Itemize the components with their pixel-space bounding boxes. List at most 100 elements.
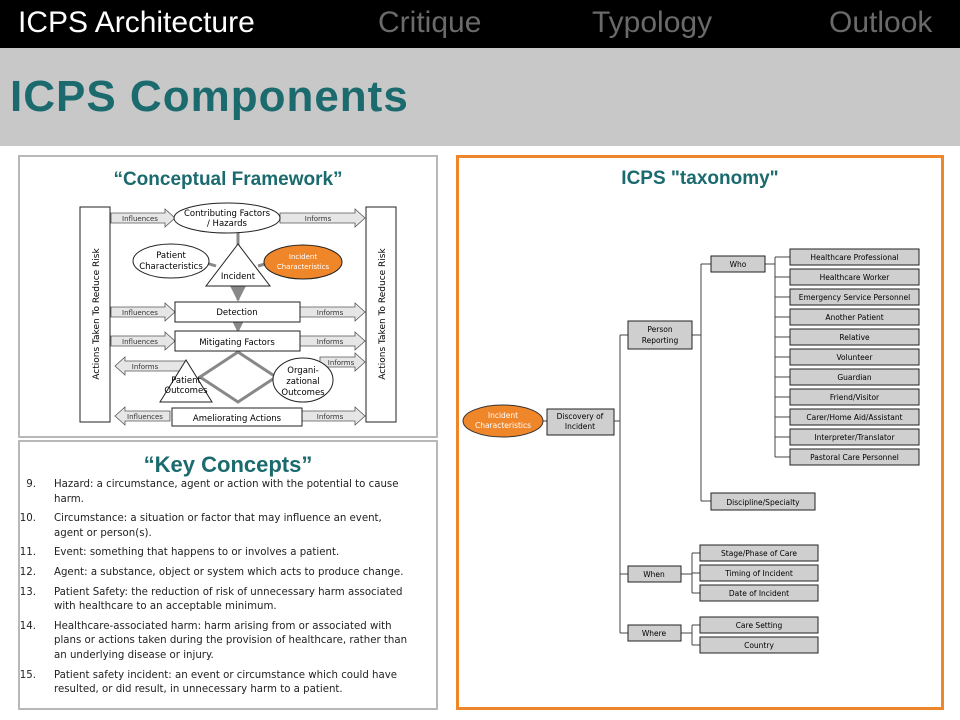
key-concepts-list: 9.Hazard: a circumstance, agent or actio… bbox=[18, 478, 410, 703]
svg-text:Characteristics: Characteristics bbox=[139, 262, 203, 272]
title-bar: ICPS Components bbox=[0, 48, 960, 146]
taxonomy-when-item: Date of Incident bbox=[699, 584, 819, 602]
svg-text:Incident: Incident bbox=[221, 272, 256, 282]
svg-text:Pastoral Care Personnel: Pastoral Care Personnel bbox=[810, 453, 899, 462]
influences-label: Influences bbox=[127, 413, 163, 421]
taxonomy-who-item: Carer/Home Aid/Assistant bbox=[789, 408, 920, 426]
svg-text:Ameliorating Actions: Ameliorating Actions bbox=[193, 414, 282, 424]
taxonomy-who-item: Relative bbox=[789, 328, 920, 346]
svg-text:Person: Person bbox=[647, 325, 672, 334]
key-concepts-title: “Key Concepts” bbox=[143, 452, 313, 477]
svg-text:Incident: Incident bbox=[488, 411, 518, 420]
taxonomy-when-item: Timing of Incident bbox=[699, 564, 819, 582]
informs-label: Informs bbox=[328, 359, 355, 367]
svg-text:Another Patient: Another Patient bbox=[825, 313, 883, 322]
concept-item-hazard: 9.Hazard: a circumstance, agent or actio… bbox=[26, 479, 399, 505]
svg-text:Volunteer: Volunteer bbox=[837, 353, 874, 362]
conceptual-framework-title: “Conceptual Framework” bbox=[113, 169, 343, 190]
tab-typology[interactable]: Typology bbox=[592, 6, 713, 39]
arrow-influences-contributing: Influences bbox=[110, 208, 176, 228]
detection-node: Detection bbox=[174, 301, 301, 323]
tab-critique[interactable]: Critique bbox=[378, 6, 482, 39]
svg-text:Who: Who bbox=[730, 260, 747, 269]
svg-text:Incident: Incident bbox=[289, 253, 317, 261]
concept-item-healthcare-harm: 14.Healthcare-associated harm: harm aris… bbox=[19, 620, 408, 661]
svg-text:Care Setting: Care Setting bbox=[736, 621, 783, 630]
mitigating-factors-node: Mitigating Factors bbox=[174, 330, 301, 352]
taxonomy-person-reporting: Person Reporting bbox=[627, 320, 693, 350]
svg-text:Healthcare Professional: Healthcare Professional bbox=[810, 253, 898, 262]
taxonomy-when: When bbox=[627, 565, 682, 583]
svg-text:Contributing Factors: Contributing Factors bbox=[184, 209, 271, 219]
incident-node: Incident bbox=[204, 243, 272, 287]
svg-text:Discipline/Specialty: Discipline/Specialty bbox=[726, 498, 800, 507]
taxonomy-who-item: Volunteer bbox=[789, 348, 920, 366]
concept-item-patient-safety: 13.Patient Safety: the reduction of risk… bbox=[19, 586, 403, 613]
contributing-factors-node: Contributing Factors / Hazards bbox=[173, 202, 281, 234]
taxonomy-where-item: Country bbox=[699, 636, 819, 654]
svg-text:Relative: Relative bbox=[839, 333, 870, 342]
informs-label: Informs bbox=[132, 363, 159, 371]
svg-text:Emergency Service Personnel: Emergency Service Personnel bbox=[799, 293, 910, 302]
arrow-influences-ameliorating: Influences bbox=[114, 406, 171, 426]
key-concepts-panel: “Key Concepts” bbox=[18, 440, 438, 710]
informs-label: Informs bbox=[305, 215, 332, 223]
svg-text:Organi-: Organi- bbox=[287, 366, 318, 376]
arrow-informs-mitigating: Informs bbox=[299, 331, 366, 351]
concept-item-event: 11.Event: something that happens to or i… bbox=[19, 547, 340, 559]
arrow-informs-ameliorating: Informs bbox=[299, 406, 366, 426]
arrow-informs-contributing: Informs bbox=[279, 208, 366, 228]
svg-text:Mitigating Factors: Mitigating Factors bbox=[199, 338, 275, 348]
arrow-informs-patient-outcomes: Informs bbox=[114, 356, 186, 376]
taxonomy-discipline-specialty: Discipline/Specialty bbox=[710, 492, 816, 511]
svg-text:Guardian: Guardian bbox=[837, 373, 872, 382]
svg-text:Country: Country bbox=[744, 641, 774, 650]
taxonomy-who-item: Another Patient bbox=[789, 308, 920, 326]
svg-text:Where: Where bbox=[642, 629, 667, 638]
tab-icps-architecture[interactable]: ICPS Architecture bbox=[18, 6, 255, 39]
taxonomy-who-item: Friend/Visitor bbox=[789, 388, 920, 406]
patient-outcomes-node: Patient Outcomes bbox=[159, 359, 213, 403]
informs-label: Informs bbox=[317, 338, 344, 346]
tab-outlook[interactable]: Outlook bbox=[829, 6, 933, 39]
arrow-influences-detection: Influences bbox=[110, 302, 176, 322]
top-nav-bar: ICPS Architecture Critique Typology Outl… bbox=[0, 0, 960, 48]
svg-text:Patient: Patient bbox=[156, 251, 186, 261]
arrow-influences-mitigating: Influences bbox=[110, 331, 176, 351]
right-actions-label: Actions Taken To Reduce Risk bbox=[378, 248, 388, 380]
taxonomy-where: Where bbox=[627, 624, 682, 642]
informs-label: Informs bbox=[317, 309, 344, 317]
svg-text:/ Hazards: / Hazards bbox=[207, 219, 248, 229]
svg-text:Friend/Visitor: Friend/Visitor bbox=[830, 393, 880, 402]
taxonomy-who-item: Emergency Service Personnel bbox=[789, 288, 920, 306]
incident-characteristics-node: Incident Characteristics bbox=[263, 244, 343, 280]
svg-text:Stage/Phase of Care: Stage/Phase of Care bbox=[721, 549, 797, 558]
svg-text:Healthcare Worker: Healthcare Worker bbox=[820, 273, 891, 282]
influences-label: Influences bbox=[122, 309, 158, 317]
svg-text:When: When bbox=[643, 570, 665, 579]
svg-text:Interpreter/Translator: Interpreter/Translator bbox=[814, 433, 895, 442]
taxonomy-who-item: Healthcare Professional bbox=[789, 248, 920, 266]
left-actions-box bbox=[79, 206, 111, 423]
ameliorating-actions-node: Ameliorating Actions bbox=[171, 407, 303, 427]
influences-label: Influences bbox=[122, 215, 158, 223]
concept-item-agent: 12.Agent: a substance, object or system … bbox=[19, 566, 404, 578]
right-actions-box bbox=[365, 206, 397, 423]
taxonomy-where-item: Care Setting bbox=[699, 616, 819, 634]
taxonomy-discovery-of-incident: Discovery of Incident bbox=[546, 408, 615, 436]
svg-text:Outcomes: Outcomes bbox=[281, 388, 325, 398]
organizational-outcomes-node: Organi- zational Outcomes bbox=[272, 357, 334, 403]
taxonomy-when-item: Stage/Phase of Care bbox=[699, 544, 819, 562]
concept-item-circumstance: 10.Circumstance: a situation or factor t… bbox=[19, 513, 382, 539]
svg-text:Reporting: Reporting bbox=[642, 336, 679, 345]
svg-text:Patient: Patient bbox=[171, 376, 201, 386]
svg-text:Outcomes: Outcomes bbox=[164, 386, 208, 396]
page-title: ICPS Components bbox=[10, 72, 409, 121]
taxonomy-root-incident-characteristics: Incident Characteristics bbox=[462, 404, 544, 438]
svg-text:Timing of Incident: Timing of Incident bbox=[724, 569, 793, 578]
svg-text:Characteristics: Characteristics bbox=[475, 421, 531, 430]
